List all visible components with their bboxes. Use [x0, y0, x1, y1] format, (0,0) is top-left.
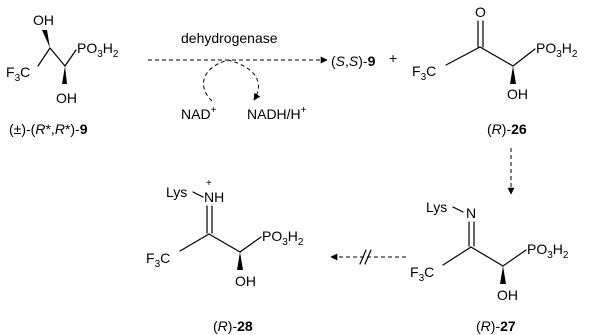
cf3-label: F3C	[146, 250, 170, 270]
nadh-label: NADH/H+	[247, 105, 307, 122]
wedge-c2-oh	[500, 266, 506, 284]
block-slash-2	[364, 249, 372, 265]
compound-28-label: (R)-28	[213, 318, 253, 334]
iminium-charge: +	[206, 178, 212, 189]
bond-c2-p	[239, 236, 262, 253]
bond-c1-c2	[208, 233, 241, 253]
imine-nitrogen-label: N	[466, 205, 476, 221]
iminium-nh-label: NH	[204, 189, 224, 205]
compound-9-racemic: OH F3C PO3H2 OH (±)-(R*,R*)-9	[6, 12, 119, 137]
compound-26: O F3C PO3H2 OH (R)-26	[412, 4, 578, 137]
enzyme-label: dehydrogenase	[181, 30, 278, 46]
bond-c2-p	[64, 49, 77, 67]
hydroxyl-bottom-label: OH	[56, 90, 77, 106]
block-slash-1	[359, 249, 367, 265]
blocked-arrow-27-to-28	[330, 249, 406, 265]
hydroxyl-label: OH	[235, 273, 256, 289]
compound-27-label: (R)-27	[476, 318, 516, 334]
cf3-label: F3C	[412, 63, 436, 83]
wedge-c2-oh	[62, 66, 67, 84]
dehydrogenase-step: dehydrogenase NAD+ NADH/H+	[148, 30, 328, 122]
compound-26-label: (R)-26	[487, 121, 527, 137]
hydroxyl-top-label: OH	[33, 12, 54, 28]
wedge-c2-oh	[237, 252, 243, 270]
compound-28: Lys + NH F3C PO3H2 OH (R)-28	[146, 178, 304, 334]
po3h2-label: PO3H2	[77, 40, 119, 60]
bond-c2-p	[512, 48, 536, 67]
hydroxyl-label: OH	[507, 86, 528, 102]
bond-lys-n	[452, 206, 464, 213]
ketone-oxygen-label: O	[475, 4, 486, 20]
compound-9-racemic-label: (±)-(R*,R*)-9	[9, 121, 88, 137]
bond-cf3-c1	[179, 233, 210, 252]
bond-cf3-carbonyl	[445, 46, 481, 66]
bond-cf3-c1	[37, 47, 51, 67]
lysine-label: Lys	[166, 184, 187, 200]
lysine-label: Lys	[426, 199, 447, 215]
cf3-label: F3C	[410, 264, 434, 284]
plus-sign: +	[389, 50, 397, 66]
bond-cf3-c1	[442, 246, 472, 266]
po3h2-label: PO3H2	[262, 228, 304, 248]
po3h2-label: PO3H2	[536, 40, 578, 60]
wedge-c1-oh	[42, 30, 50, 48]
cf3-label: F3C	[6, 64, 30, 84]
cofactor-curved-arrow	[203, 59, 261, 102]
bond-c2-p	[502, 249, 527, 267]
hydroxyl-label: OH	[497, 287, 518, 303]
wedge-c2-oh	[510, 66, 516, 84]
compound-9-ss-label: (S,S)-9	[331, 53, 376, 69]
po3h2-label: PO3H2	[527, 241, 569, 261]
bond-carbonyl-c2	[479, 46, 514, 67]
compound-27: Lys N F3C PO3H2 OH (R)-27	[410, 199, 569, 334]
bond-c1-c2	[49, 47, 66, 67]
bond-c1-c2	[470, 246, 504, 267]
bond-lys-n	[192, 191, 204, 198]
nad-label: NAD+	[181, 105, 217, 122]
